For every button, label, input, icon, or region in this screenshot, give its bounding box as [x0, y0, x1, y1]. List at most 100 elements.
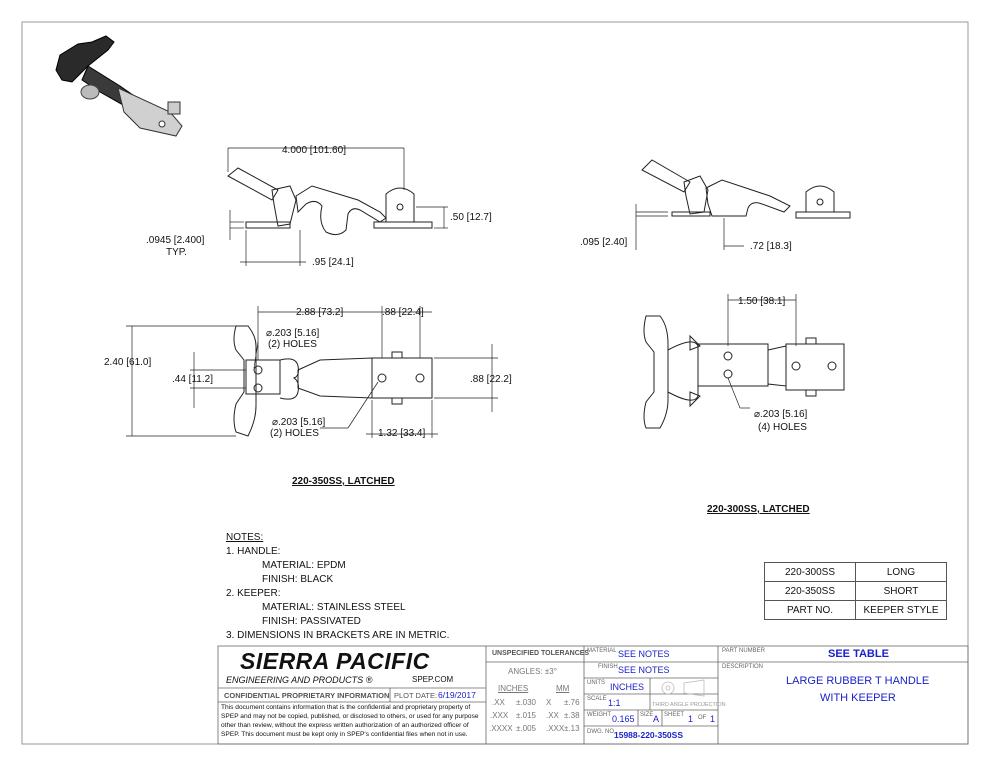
- dim-thickness-note: TYP.: [166, 247, 187, 258]
- notes-title: NOTES:: [226, 532, 264, 543]
- note-line: 3. DIMENSIONS IN BRACKETS ARE IN METRIC.: [226, 630, 450, 641]
- size-label: SIZE: [640, 712, 654, 718]
- short-side-dim-lines: [635, 204, 744, 250]
- note-line: MATERIAL: EPDM: [262, 560, 346, 571]
- description-line-2: WITH KEEPER: [820, 692, 896, 704]
- size-value: A: [653, 714, 660, 724]
- confidential-heading: CONFIDENTIAL PROPRIETARY INFORMATION: [224, 691, 390, 700]
- scale-label: SCALE: [587, 696, 607, 702]
- tolerance-cell: .XXX: [490, 711, 509, 720]
- table-cell: LONG: [855, 562, 947, 582]
- inches-label: INCHES: [498, 684, 529, 693]
- company-name: SIERRA PACIFIC: [240, 648, 430, 674]
- table-cell: KEEPER STYLE: [855, 600, 947, 620]
- table-cell: 220-300SS: [764, 562, 856, 582]
- caption-long-view: 220-350SS, LATCHED: [292, 476, 395, 487]
- plot-date-label: PLOT DATE:: [394, 691, 438, 700]
- tolerance-cell: .XX: [546, 711, 559, 720]
- confidential-text-line: other than review, without the express w…: [221, 722, 469, 729]
- title-block-frame: [217, 645, 969, 745]
- note-line: 2. KEEPER:: [226, 588, 281, 599]
- tolerance-cell: .XXXX: [489, 724, 513, 733]
- tolerance-cell: .XX: [492, 698, 505, 707]
- of-label: OF: [698, 715, 707, 721]
- dim-handle-width: 2.40 [61.0]: [104, 357, 152, 368]
- table-cell: 220-350SS: [764, 581, 856, 601]
- dim-hole-dia-short: ⌀.203 [5.16]: [754, 409, 808, 420]
- note-line: MATERIAL: STAINLESS STEEL: [262, 602, 406, 613]
- note-line: 1. HANDLE:: [226, 546, 281, 557]
- short-top-dim-lines: [727, 294, 797, 409]
- dim-keeper-span: .88 [22.4]: [382, 307, 424, 318]
- units-value: INCHES: [610, 682, 645, 692]
- dim-holes-two-lower: (2) HOLES: [270, 428, 319, 439]
- table-cell: PART NO.: [764, 600, 856, 620]
- dim-hole-pitch: .44 [11.2]: [172, 374, 213, 385]
- dim-keeper-width: .88 [22.2]: [470, 374, 512, 385]
- dim-thickness: .0945 [2.400]: [146, 235, 205, 246]
- mm-label: MM: [556, 684, 570, 693]
- confidential-text-line: This document contains information that …: [221, 704, 471, 711]
- table-row: PART NO.KEEPER STYLE: [764, 600, 947, 620]
- dim-offset: .95 [24.1]: [312, 257, 354, 268]
- dim-overall-length: 4.000 [101.60]: [282, 145, 346, 156]
- long-top-dim-lines: [126, 306, 498, 438]
- dim-keeper-height: .50 [12.7]: [450, 212, 492, 223]
- description-line-1: LARGE RUBBER T HANDLE: [786, 675, 930, 687]
- confidential-text-line: SPEP. This document must be kept only in…: [221, 731, 468, 738]
- finish-label: FINISH: [598, 664, 618, 670]
- dim-short-span: 1.50 [38.1]: [738, 296, 786, 307]
- dim-holes-four: (4) HOLES: [758, 422, 807, 433]
- note-line: FINISH: PASSIVATED: [262, 616, 361, 627]
- weight-label: WEIGHT: [587, 712, 611, 718]
- dim-holes-two-upper: (2) HOLES: [268, 339, 317, 350]
- material-value: SEE NOTES: [618, 649, 670, 659]
- units-label: UNITS: [587, 680, 605, 686]
- confidential-text-line: SPEP and may not be copied, published, o…: [221, 713, 479, 720]
- long-side-view: [227, 167, 433, 236]
- tolerances-heading: UNSPECIFIED TOLERANCES: [492, 650, 590, 657]
- caption-short-view: 220-300SS, LATCHED: [707, 504, 810, 515]
- company-website: SPEP.COM: [412, 675, 454, 684]
- dwg-number: 15988-220-350SS: [614, 730, 684, 740]
- tolerance-cell: ±.015: [516, 711, 536, 720]
- dim-short-thickness: .095 [2.40]: [580, 237, 628, 248]
- tolerance-cell: ±.13: [564, 724, 580, 733]
- short-side-view: [641, 159, 851, 219]
- tolerance-cell: X: [546, 698, 552, 707]
- note-line: FINISH: BLACK: [262, 574, 334, 585]
- projection-symbol-icon: [661, 679, 705, 697]
- table-cell: SHORT: [855, 581, 947, 601]
- sheet-total: 1: [710, 714, 716, 724]
- sheet-value: 1: [688, 714, 694, 724]
- dim-short-offset: .72 [18.3]: [750, 241, 792, 252]
- part-number-value: SEE TABLE: [828, 648, 889, 660]
- description-label: DESCRIPTION: [722, 664, 764, 670]
- plot-date: 6/19/2017: [438, 690, 476, 700]
- dim-hole-dia-upper: ⌀.203 [5.16]: [266, 328, 320, 339]
- isometric-render: [55, 35, 183, 137]
- part-number-label: PART NUMBER: [722, 648, 766, 654]
- weight-value: 0.165: [612, 714, 635, 724]
- tolerance-cell: ±.005: [516, 724, 536, 733]
- material-label: MATERIAL: [587, 648, 617, 654]
- tolerance-cell: ±.76: [564, 698, 580, 707]
- sheet-label: SHEET: [664, 712, 685, 718]
- long-top-view: [233, 325, 433, 437]
- tolerance-cell: ±.38: [564, 711, 580, 720]
- finish-value: SEE NOTES: [618, 665, 670, 675]
- short-top-view: [643, 315, 845, 429]
- dwg-label: DWG. NO.: [587, 729, 616, 735]
- projection-label: THIRD ANGLE PROJECTION: [652, 702, 726, 708]
- dim-base-length: 1.32 [33.4]: [378, 428, 426, 439]
- long-side-dim-lines: [227, 147, 448, 266]
- angles-tolerance: ANGLES: ±3°: [508, 667, 557, 676]
- dim-hole-span: 2.88 [73.2]: [296, 307, 344, 318]
- tolerance-cell: .XXX: [546, 724, 565, 733]
- tolerance-cell: ±.030: [516, 698, 536, 707]
- company-subtitle: ENGINEERING AND PRODUCTS ®: [226, 675, 373, 685]
